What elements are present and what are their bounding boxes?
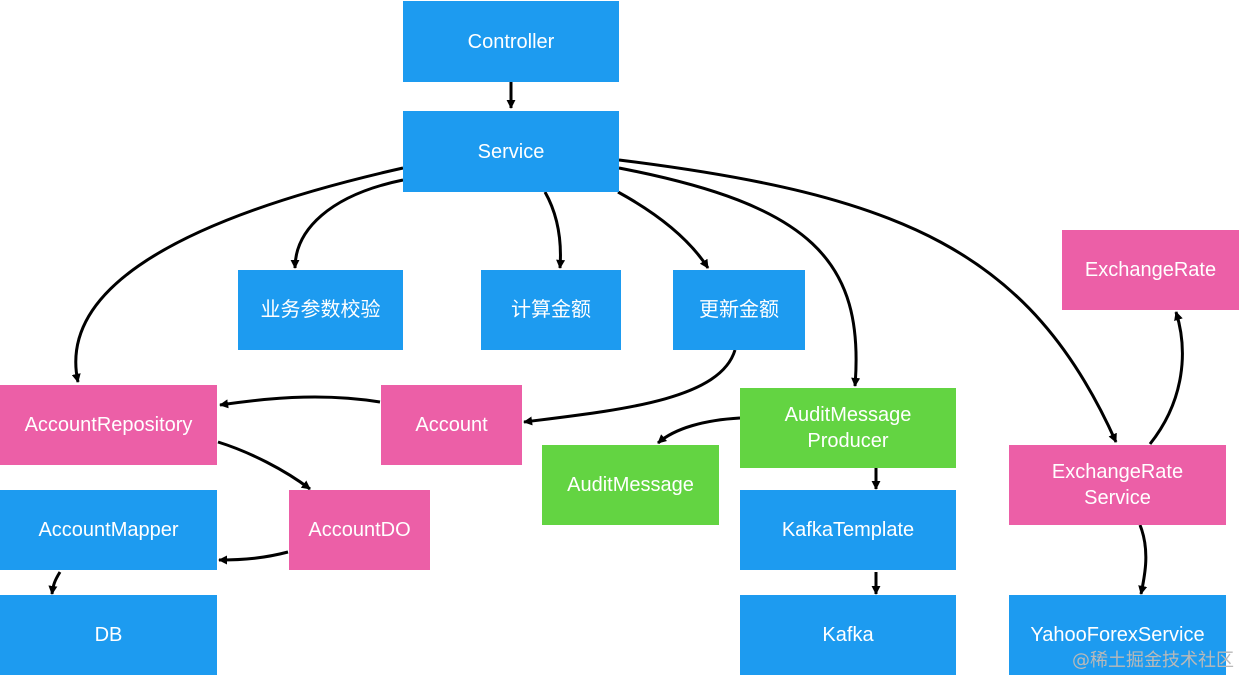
edge-account-account-repository	[219, 395, 381, 409]
validate-params-node: 业务参数校验	[238, 270, 403, 350]
edge-service-calculate	[543, 191, 566, 269]
kafka-template-node: KafkaTemplate	[740, 490, 956, 570]
edge-service-audit-producer	[618, 166, 861, 387]
edge-account-mapper-db	[48, 571, 62, 595]
edge-service-update	[617, 190, 710, 269]
edge-audit-producer-audit-message	[657, 416, 741, 445]
audit-message-node: AuditMessage	[542, 445, 719, 525]
service-node: Service	[403, 111, 619, 192]
edge-account-do-account-mapper	[218, 550, 289, 565]
account-node: Account	[381, 385, 522, 465]
audit-message-producer-node: AuditMessage Producer	[740, 388, 956, 468]
edge-account-repository-account-do	[217, 440, 311, 491]
watermark: @稀土掘金技术社区	[1072, 650, 1234, 671]
update-amount-node: 更新金额	[673, 270, 805, 350]
account-do-node: AccountDO	[289, 490, 430, 570]
edge-service-validate	[290, 178, 404, 269]
controller-node: Controller	[403, 1, 619, 82]
account-mapper-node: AccountMapper	[0, 490, 217, 570]
exchange-rate-node: ExchangeRate	[1062, 230, 1239, 310]
calculate-amount-node: 计算金额	[481, 270, 621, 350]
yahoo-forex-service-node: YahooForexService	[1009, 595, 1226, 675]
edge-service-account-repository	[71, 166, 404, 383]
edge-exchange-rate-service-yahoo	[1138, 524, 1148, 595]
exchange-rate-service-node: ExchangeRate Service	[1009, 445, 1226, 525]
account-repository-node: AccountRepository	[0, 385, 217, 465]
edge-update-account	[523, 349, 737, 426]
edge-exchange-rate-service-exchange-rate	[1148, 311, 1184, 445]
kafka-node: Kafka	[740, 595, 956, 675]
edge-service-exchange-rate-service	[618, 158, 1118, 443]
db-node: DB	[0, 595, 217, 675]
